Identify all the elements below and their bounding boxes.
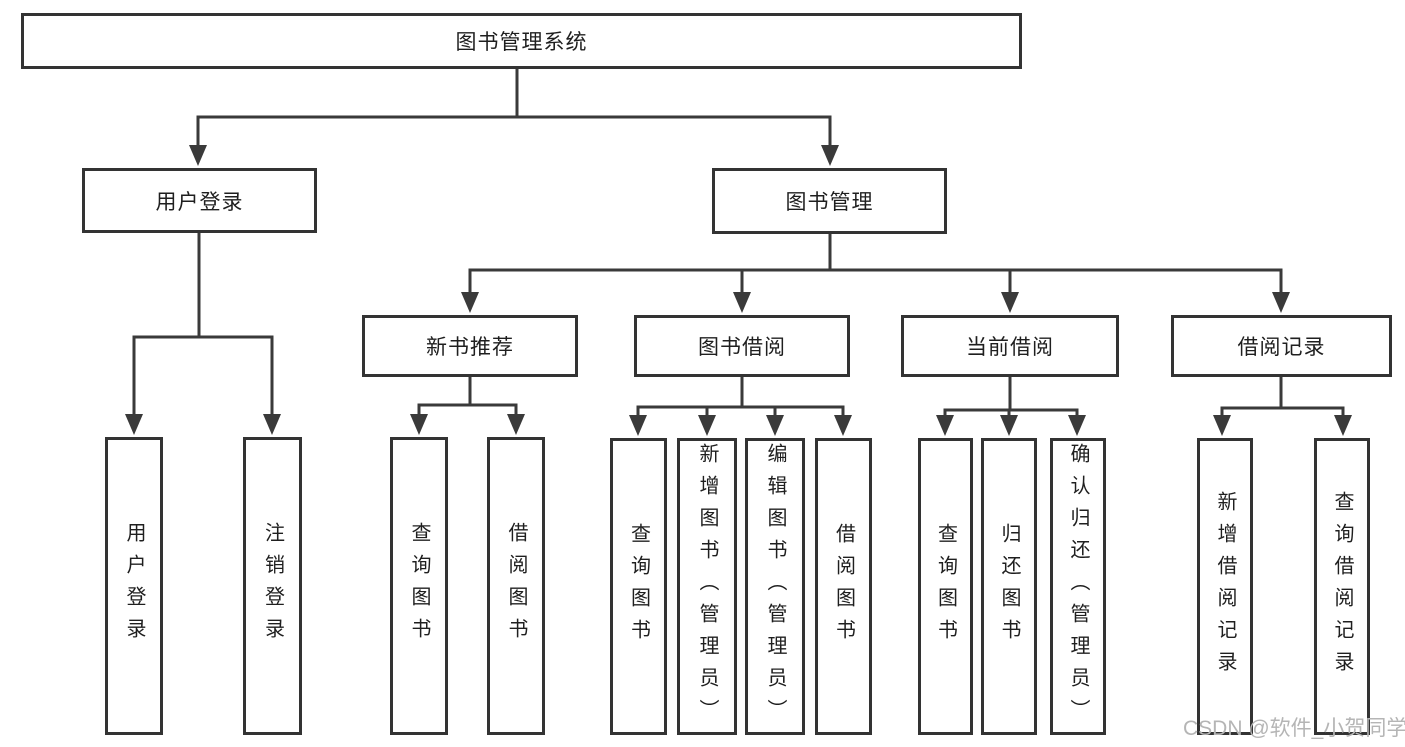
node-nbr-query-book: 查询图书 (390, 437, 448, 735)
arrowheads (125, 145, 1352, 436)
node-label: 借阅图书 (505, 522, 527, 650)
node-label: 图书管理系统 (455, 31, 588, 54)
node-cb-confirm-return-admin: 确认归还（管理员） (1050, 438, 1106, 735)
node-new-book-recommend: 新书推荐 (362, 315, 578, 377)
node-user-login: 用户登录 (82, 168, 317, 233)
node-label: 新书推荐 (426, 336, 514, 359)
node-label: 图书管理 (785, 191, 874, 214)
node-label: 借阅记录 (1237, 336, 1326, 359)
node-bb-add-book-admin: 新增图书（管理员） (677, 438, 737, 735)
node-label: 编辑图书（管理员） (764, 442, 786, 731)
node-book-management: 图书管理 (712, 168, 947, 234)
node-label: 注销登录 (261, 522, 284, 650)
node-label: 归还图书 (998, 522, 1020, 651)
node-br-add-record: 新增借阅记录 (1197, 438, 1253, 735)
node-label: 查询图书 (934, 522, 957, 651)
node-label: 图书借阅 (698, 336, 786, 359)
node-bb-borrow-book: 借阅图书 (815, 438, 872, 735)
node-label: 当前借阅 (966, 336, 1054, 359)
node-label: 查询图书 (627, 522, 650, 651)
node-label: 新增借阅记录 (1214, 490, 1236, 683)
node-br-query-record: 查询借阅记录 (1314, 438, 1370, 735)
node-label: 查询图书 (408, 522, 430, 650)
node-label: 用户登录 (123, 522, 145, 650)
node-cb-query-book: 查询图书 (918, 438, 973, 735)
node-library-management-system: 图书管理系统 (21, 13, 1022, 69)
node-label: 借阅图书 (832, 522, 855, 651)
node-bb-edit-book-admin: 编辑图书（管理员） (745, 438, 805, 735)
node-label: 新增图书（管理员） (696, 442, 718, 731)
node-logout-action: 注销登录 (243, 437, 302, 735)
node-nbr-borrow-book: 借阅图书 (487, 437, 545, 735)
node-cb-return-book: 归还图书 (981, 438, 1037, 735)
node-bb-query-book: 查询图书 (610, 438, 667, 735)
csdn-watermark: CSDN @软件_小贺同学 (1183, 717, 1405, 740)
node-borrow-record: 借阅记录 (1171, 315, 1392, 377)
node-book-borrow: 图书借阅 (634, 315, 850, 377)
node-label: 查询借阅记录 (1331, 490, 1353, 683)
node-label: 确认归还（管理员） (1067, 442, 1089, 731)
node-current-borrow: 当前借阅 (901, 315, 1119, 377)
node-label: 用户登录 (155, 190, 244, 214)
node-user-login-action: 用户登录 (105, 437, 163, 735)
